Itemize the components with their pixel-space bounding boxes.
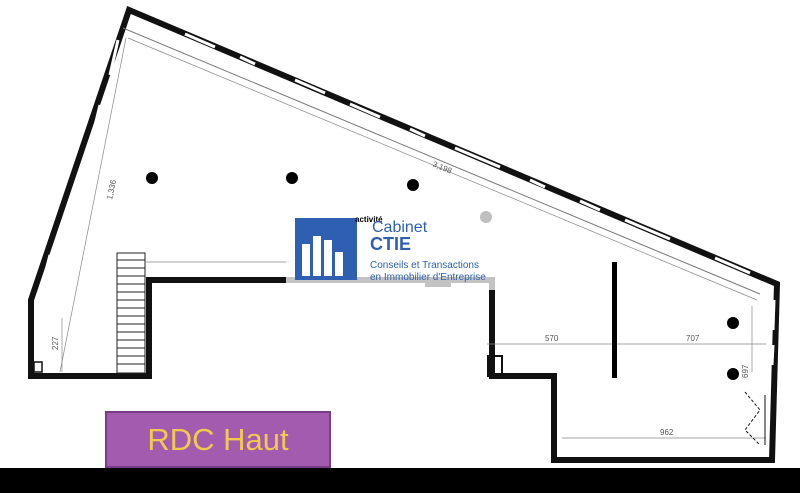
logo-tag: activité <box>355 215 383 224</box>
building-outline <box>28 5 781 463</box>
door-swing-icon <box>744 391 766 446</box>
column-dot-icon <box>727 317 739 329</box>
column-dot-icon <box>146 172 158 184</box>
dim-diagonal-top: 3,198 <box>431 160 453 176</box>
floor-label: RDC Haut <box>105 411 331 468</box>
dim-right-vertical: 697 <box>741 364 750 378</box>
dim-bottom: 962 <box>660 428 674 437</box>
logo-name-line2: CTIE <box>370 234 411 254</box>
windows <box>41 32 776 366</box>
building-bars-icon <box>302 236 343 276</box>
logo-name-line1: Cabinet <box>372 219 428 236</box>
dim-mid-right: 707 <box>686 334 700 343</box>
inner-wall-line <box>122 27 761 295</box>
dim-mid-left: 570 <box>545 334 559 343</box>
staircase-icon <box>116 252 146 374</box>
column-dot-icon <box>286 172 298 184</box>
company-logo: activité Cabinet CTIE Conseils et Transa… <box>286 208 511 290</box>
dim-left-side: 1,336 <box>105 178 118 200</box>
logo-tagline-line1: Conseils et Transactions <box>370 260 479 271</box>
logo-tagline-line2: en Immobilier d'Entreprise <box>370 272 486 283</box>
dimension-lines <box>59 37 766 439</box>
dimension-labels: 3,198 1,336 227 570 707 697 962 <box>51 160 750 437</box>
column-dot-icon <box>727 368 739 380</box>
bottom-bar <box>0 468 800 493</box>
dim-left-small: 227 <box>51 336 60 350</box>
column-dot-icon <box>407 179 419 191</box>
outer-walls <box>28 5 781 463</box>
